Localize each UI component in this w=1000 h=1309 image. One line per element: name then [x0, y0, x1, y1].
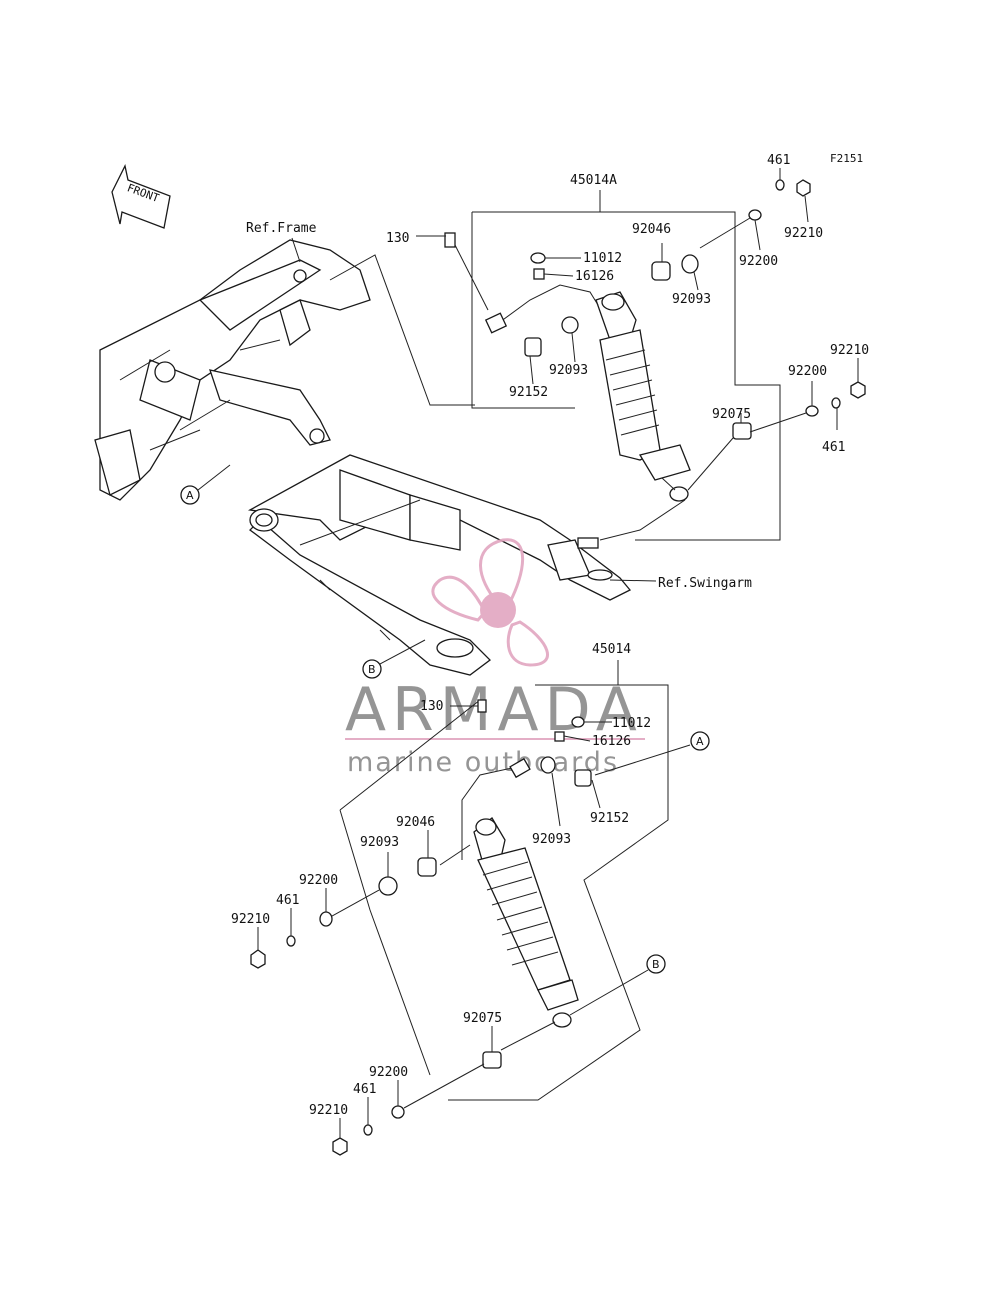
upper-part-92046: 92046: [632, 222, 671, 237]
lower-part-92210-bottom: 92210: [309, 1103, 348, 1118]
callout-a-upper-label: A: [186, 489, 194, 502]
watermark-subtitle: marine outboards: [347, 747, 619, 778]
upper-part-16126: 16126: [575, 269, 614, 284]
lower-shock-absorber: [461, 757, 579, 1028]
lower-part-16126: 16126: [592, 734, 631, 749]
upper-part-92210-top: 92210: [784, 226, 823, 241]
callout-b-upper-label: B: [368, 663, 376, 676]
upper-part-461-top: 461: [767, 153, 790, 168]
lower-part-92093-left: 92093: [360, 835, 399, 850]
frame-illustration: [94, 239, 371, 501]
upper-part-92200-top: 92200: [739, 254, 778, 269]
swingarm-illustration: [247, 454, 632, 676]
upper-part-130: 130: [386, 231, 409, 246]
callout-b-upper: B: [362, 639, 426, 679]
ref-frame-label: Ref.Frame: [246, 221, 317, 236]
lower-part-92200-left: 92200: [299, 873, 338, 888]
front-arrow: FRONT: [111, 164, 171, 229]
ref-swingarm-label: Ref.Swingarm: [658, 576, 752, 591]
callout-a-lower-label: A: [696, 735, 704, 748]
lower-part-130: 130: [420, 699, 443, 714]
lower-part-461-bottom: 461: [353, 1082, 376, 1097]
lower-part-92075: 92075: [463, 1011, 502, 1026]
lower-part-92046: 92046: [396, 815, 435, 830]
upper-part-92075: 92075: [712, 407, 751, 422]
propeller-logo: [431, 538, 549, 667]
upper-part-92093-right: 92093: [672, 292, 711, 307]
upper-parts-shapes: [416, 168, 866, 541]
upper-part-92093-left: 92093: [549, 363, 588, 378]
callout-b-lower-label: B: [652, 958, 660, 971]
watermark-title: ARMADA: [345, 675, 643, 745]
upper-part-461-mid: 461: [822, 440, 845, 455]
lower-part-92152: 92152: [590, 811, 629, 826]
upper-shock-absorber: [484, 284, 691, 502]
watermark: ARMADA marine outboards: [345, 538, 645, 778]
upper-part-92152: 92152: [509, 385, 548, 400]
lower-part-461-left: 461: [276, 893, 299, 908]
figure-code: F2151: [830, 152, 863, 165]
lower-part-92093-right: 92093: [532, 832, 571, 847]
lower-part-11012: 11012: [612, 716, 651, 731]
lower-parts-shapes: [250, 699, 710, 1156]
lower-part-92210-left: 92210: [231, 912, 270, 927]
upper-part-92210-mid: 92210: [830, 343, 869, 358]
assembly-45014a-label: 45014A: [570, 173, 617, 188]
upper-part-11012: 11012: [583, 251, 622, 266]
upper-part-92200-mid: 92200: [788, 364, 827, 379]
callout-a-upper: A: [180, 464, 231, 505]
lower-part-92200-bottom: 92200: [369, 1065, 408, 1080]
assembly-45014-label: 45014: [592, 642, 631, 657]
